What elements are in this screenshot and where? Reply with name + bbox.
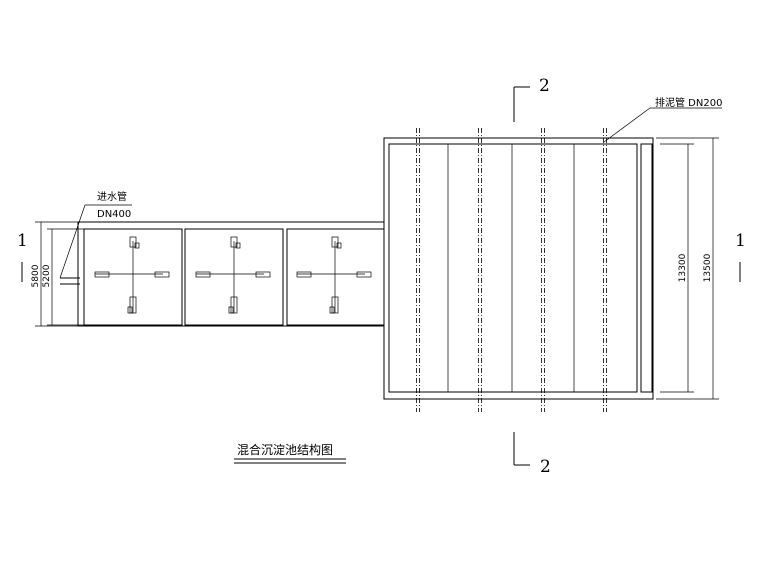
section-mark-top: 2 [539, 76, 550, 96]
inlet-pipe-name: 进水管 [97, 190, 127, 203]
right-dimensions [656, 137, 719, 400]
mixer-3-hub-top [336, 242, 342, 249]
mixer-2-blade-top [230, 236, 238, 248]
settling-tank [383, 137, 654, 400]
mixer-cell-1 [83, 228, 183, 326]
dim-right-outer: 13500 [703, 253, 713, 282]
mixer-2-hub-top [235, 242, 241, 249]
inlet-pipe-size: DN400 [97, 209, 131, 220]
mixer-1-hub-top [134, 242, 140, 249]
dim-right-inner: 13300 [678, 253, 688, 282]
section-mark-left: 1 [17, 231, 28, 251]
left-dimensions [35, 221, 84, 327]
mixer-3-blade-left [296, 271, 312, 278]
mixer-group [94, 236, 372, 314]
mixer-2-hub-bottom [228, 306, 234, 314]
sludge-pipe-label: 排泥管 DN200 [655, 96, 722, 109]
mixer-3-blade-right [356, 271, 372, 278]
section-marks [21, 86, 741, 466]
mixer-3-blade-bottom [331, 296, 339, 314]
mixer-2-blade-left [195, 271, 211, 278]
mixer-3-hub-bottom [329, 306, 335, 314]
sludge-pipe-group [416, 128, 607, 412]
drawing-title: 混合沉淀池结构图 [237, 442, 333, 457]
mixer-3-blade-top [331, 236, 339, 248]
mixer-1-hub-bottom [127, 306, 133, 314]
dim-left-outer: 5800 [31, 264, 41, 287]
mixer-1-blade-bottom [129, 296, 137, 314]
dim-left-inner: 5200 [42, 264, 52, 287]
section-mark-right: 1 [735, 231, 746, 251]
mixer-2-blade-bottom [230, 296, 238, 314]
mixer-1-blade-top [129, 236, 137, 248]
mixer-1-blade-right [154, 271, 170, 278]
mixer-2-blade-right [255, 271, 271, 278]
section-mark-bottom: 2 [540, 457, 551, 477]
inlet-pipe [59, 204, 132, 285]
mixer-cell-2 [184, 228, 284, 326]
mixer-1-blade-left [94, 271, 110, 278]
